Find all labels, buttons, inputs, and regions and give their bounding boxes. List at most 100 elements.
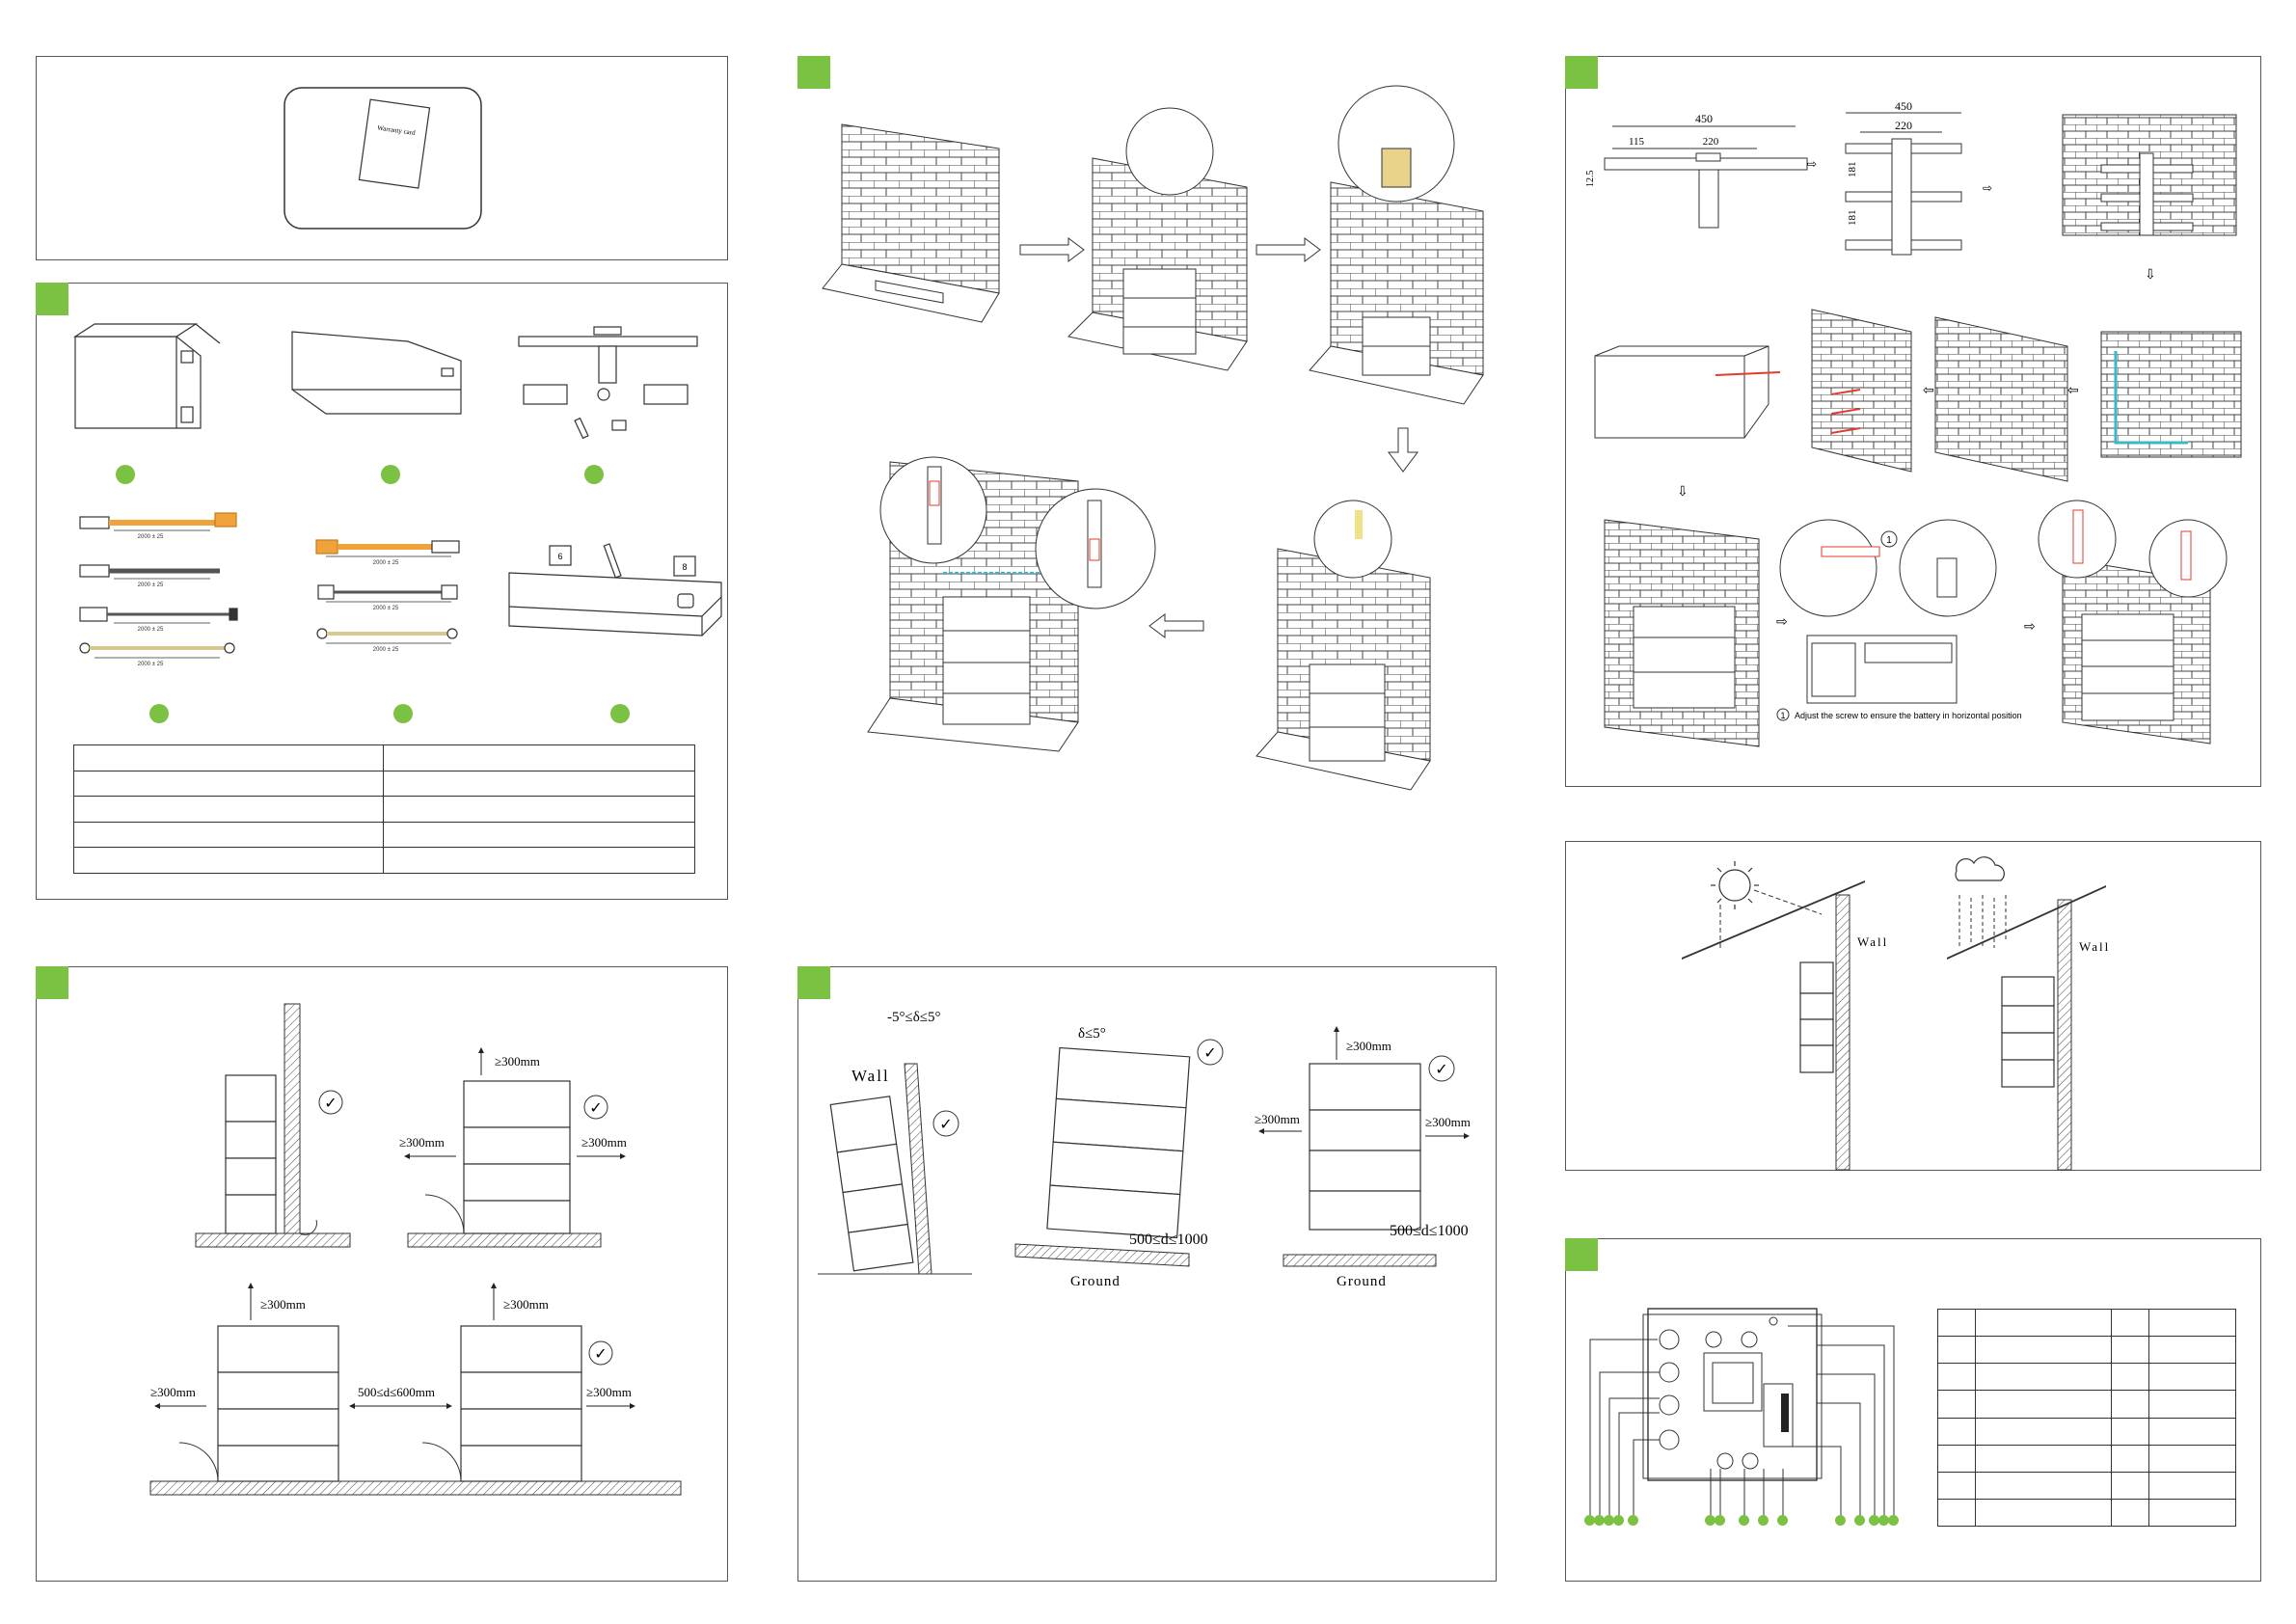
- rain-scene-wall-label: Wall: [2079, 939, 2110, 954]
- tilt-d-range-2: 500≤d≤1000: [1390, 1223, 1469, 1239]
- callout-dot-4: [1613, 1515, 1624, 1526]
- bracket-mounting-panel: 450 115 220 12.5 ⇨ 450 220 181 181 ⇨ ⇩ ⇦: [1565, 56, 2261, 787]
- section-marker: [797, 56, 830, 89]
- callout-dot-6: [1705, 1515, 1715, 1526]
- dim-12-5: 12.5: [1585, 171, 1596, 188]
- environment-illustration: Wall Wall: [1682, 856, 2110, 1171]
- callout-dot-15: [1888, 1515, 1899, 1526]
- dim-450-b: 450: [1895, 99, 1912, 113]
- tilt-clear-right: ≥300mm: [1425, 1115, 1471, 1129]
- step-arrow-8: ⇨: [2024, 620, 2036, 635]
- checkmark-3: ✓: [594, 1346, 607, 1363]
- tilt-checkmark-3: ✓: [1435, 1062, 1447, 1078]
- installation-steps-panel: [797, 56, 1497, 905]
- dim-115: 115: [1629, 136, 1645, 148]
- adjust-note-text: Adjust the screw to ensure the battery i…: [1795, 711, 2022, 720]
- section-marker: [797, 966, 830, 999]
- step-arrow-7: ⇨: [1776, 615, 1788, 630]
- clearance-top-1: ≥300mm: [495, 1054, 540, 1069]
- cable-length-label-6: 2000 ± 25: [373, 606, 399, 611]
- battery-module-illustration: [72, 323, 221, 429]
- bracket-mounting-illustration: 450 115 220 12.5 ⇨ 450 220 181 181 ⇨ ⇩ ⇦: [1585, 99, 2242, 747]
- dim-220-a: 220: [1703, 136, 1719, 148]
- bracket-label-8: 8: [682, 562, 687, 572]
- tilt-tolerance-panel: Wall -5°≤δ≤5° ✓ δ≤5° ✓ 500≤d≤1000 Ground: [797, 966, 1497, 1582]
- callout-dot-10: [1777, 1515, 1788, 1526]
- sun-scene-wall-label: Wall: [1857, 934, 1888, 949]
- cable-length-label-1: 2000 ± 25: [138, 534, 164, 540]
- tilt-checkmark-2: ✓: [1203, 1045, 1216, 1062]
- tilt-checkmark-1: ✓: [939, 1117, 952, 1133]
- base-and-accessories: [508, 543, 722, 636]
- item-marker-4: [149, 704, 169, 723]
- clearance-illustration: ✓ ≥300mm ≥300mm ≥300mm ✓: [149, 1003, 682, 1496]
- package-contents-table: [73, 744, 695, 874]
- item-marker-5: [393, 704, 413, 723]
- cable-length-label-7: 2000 ± 25: [373, 647, 399, 653]
- environment-panel: Wall Wall: [1565, 841, 2261, 1171]
- step-arrow-3: ⇩: [2145, 268, 2156, 283]
- callout-dot-12: [1854, 1515, 1865, 1526]
- package-contents-panel: 2000 ± 25 2000 ± 25 2000 ± 25 2000 ± 25 …: [36, 283, 728, 900]
- tilt-angle-max: δ≤5°: [1078, 1026, 1106, 1042]
- control-panel-section: [1565, 1238, 2261, 1582]
- top-cover-illustration: [291, 331, 462, 415]
- tilt-wall-label: Wall: [851, 1067, 890, 1085]
- tilt-d-range-1: 500≤d≤1000: [1129, 1232, 1208, 1248]
- clearance-left-1: ≥300mm: [399, 1135, 445, 1150]
- callout-dot-8: [1739, 1515, 1749, 1526]
- wall-bracket-illustration: [518, 326, 698, 440]
- adjust-step-number: 1: [1886, 535, 1892, 546]
- dim-220-b: 220: [1895, 119, 1912, 132]
- item-marker-1: [116, 465, 135, 484]
- cable-length-label-2: 2000 ± 25: [138, 582, 164, 588]
- callout-dot-14: [1878, 1515, 1889, 1526]
- cable-set-middle: [315, 539, 460, 644]
- tilt-ground-2: Ground: [1337, 1274, 1387, 1289]
- dim-181-a: 181: [1847, 162, 1858, 178]
- section-marker: [1565, 56, 1598, 89]
- callout-dot-1: [1584, 1515, 1595, 1526]
- callout-dot-5: [1628, 1515, 1638, 1526]
- section-marker: [1565, 1238, 1598, 1271]
- clearance-top-3: ≥300mm: [503, 1297, 549, 1312]
- section-marker: [36, 283, 68, 315]
- tilt-angle-range: -5°≤δ≤5°: [887, 1010, 941, 1025]
- clearance-left-2: ≥300mm: [150, 1385, 196, 1399]
- tilt-tolerance-illustration: Wall -5°≤δ≤5° ✓ δ≤5° ✓ 500≤d≤1000 Ground: [818, 1010, 1471, 1289]
- step-arrow-6: ⇩: [1677, 485, 1688, 500]
- clearance-gap-label: 500≤d≤600mm: [358, 1385, 435, 1399]
- cable-length-label-4: 2000 ± 25: [138, 662, 164, 667]
- callout-dot-13: [1869, 1515, 1879, 1526]
- callout-dot-7: [1715, 1515, 1725, 1526]
- clearance-top-2: ≥300mm: [260, 1297, 306, 1312]
- clearance-right-2: ≥300mm: [586, 1385, 632, 1399]
- tilt-ground-1: Ground: [1070, 1274, 1121, 1289]
- bracket-label-6: 6: [557, 552, 562, 561]
- callout-dot-2: [1594, 1515, 1605, 1526]
- cable-length-label-5: 2000 ± 25: [373, 560, 399, 566]
- item-marker-2: [381, 465, 400, 484]
- checkmark-1: ✓: [324, 1096, 337, 1112]
- section-marker: [36, 966, 68, 999]
- tilt-clear-left: ≥300mm: [1255, 1112, 1300, 1126]
- dim-450-a: 450: [1695, 112, 1713, 125]
- cable-set-left: [79, 512, 238, 659]
- warranty-card-panel: Warranty card: [36, 56, 728, 260]
- callout-dot-9: [1758, 1515, 1769, 1526]
- control-panel-illustration: [1589, 1308, 1895, 1519]
- dim-181-b: 181: [1847, 210, 1858, 227]
- item-marker-3: [584, 465, 604, 484]
- cable-length-label-3: 2000 ± 25: [138, 627, 164, 633]
- step-arrow-1: ⇨: [1807, 157, 1817, 171]
- step-arrow-4: ⇦: [2067, 384, 2079, 398]
- adjust-note-number: 1: [1780, 711, 1785, 720]
- tilt-clear-top: ≥300mm: [1346, 1039, 1391, 1053]
- rain-lines: [1958, 895, 2007, 948]
- cloud-icon: [1955, 856, 2005, 881]
- sun-icon: [1711, 861, 1759, 909]
- installation-steps-illustration: [822, 85, 1484, 791]
- terminal-description-table: [1937, 1308, 2236, 1528]
- step-arrow-5: ⇦: [1923, 384, 1934, 398]
- step-arrow-2: ⇨: [1983, 181, 1992, 195]
